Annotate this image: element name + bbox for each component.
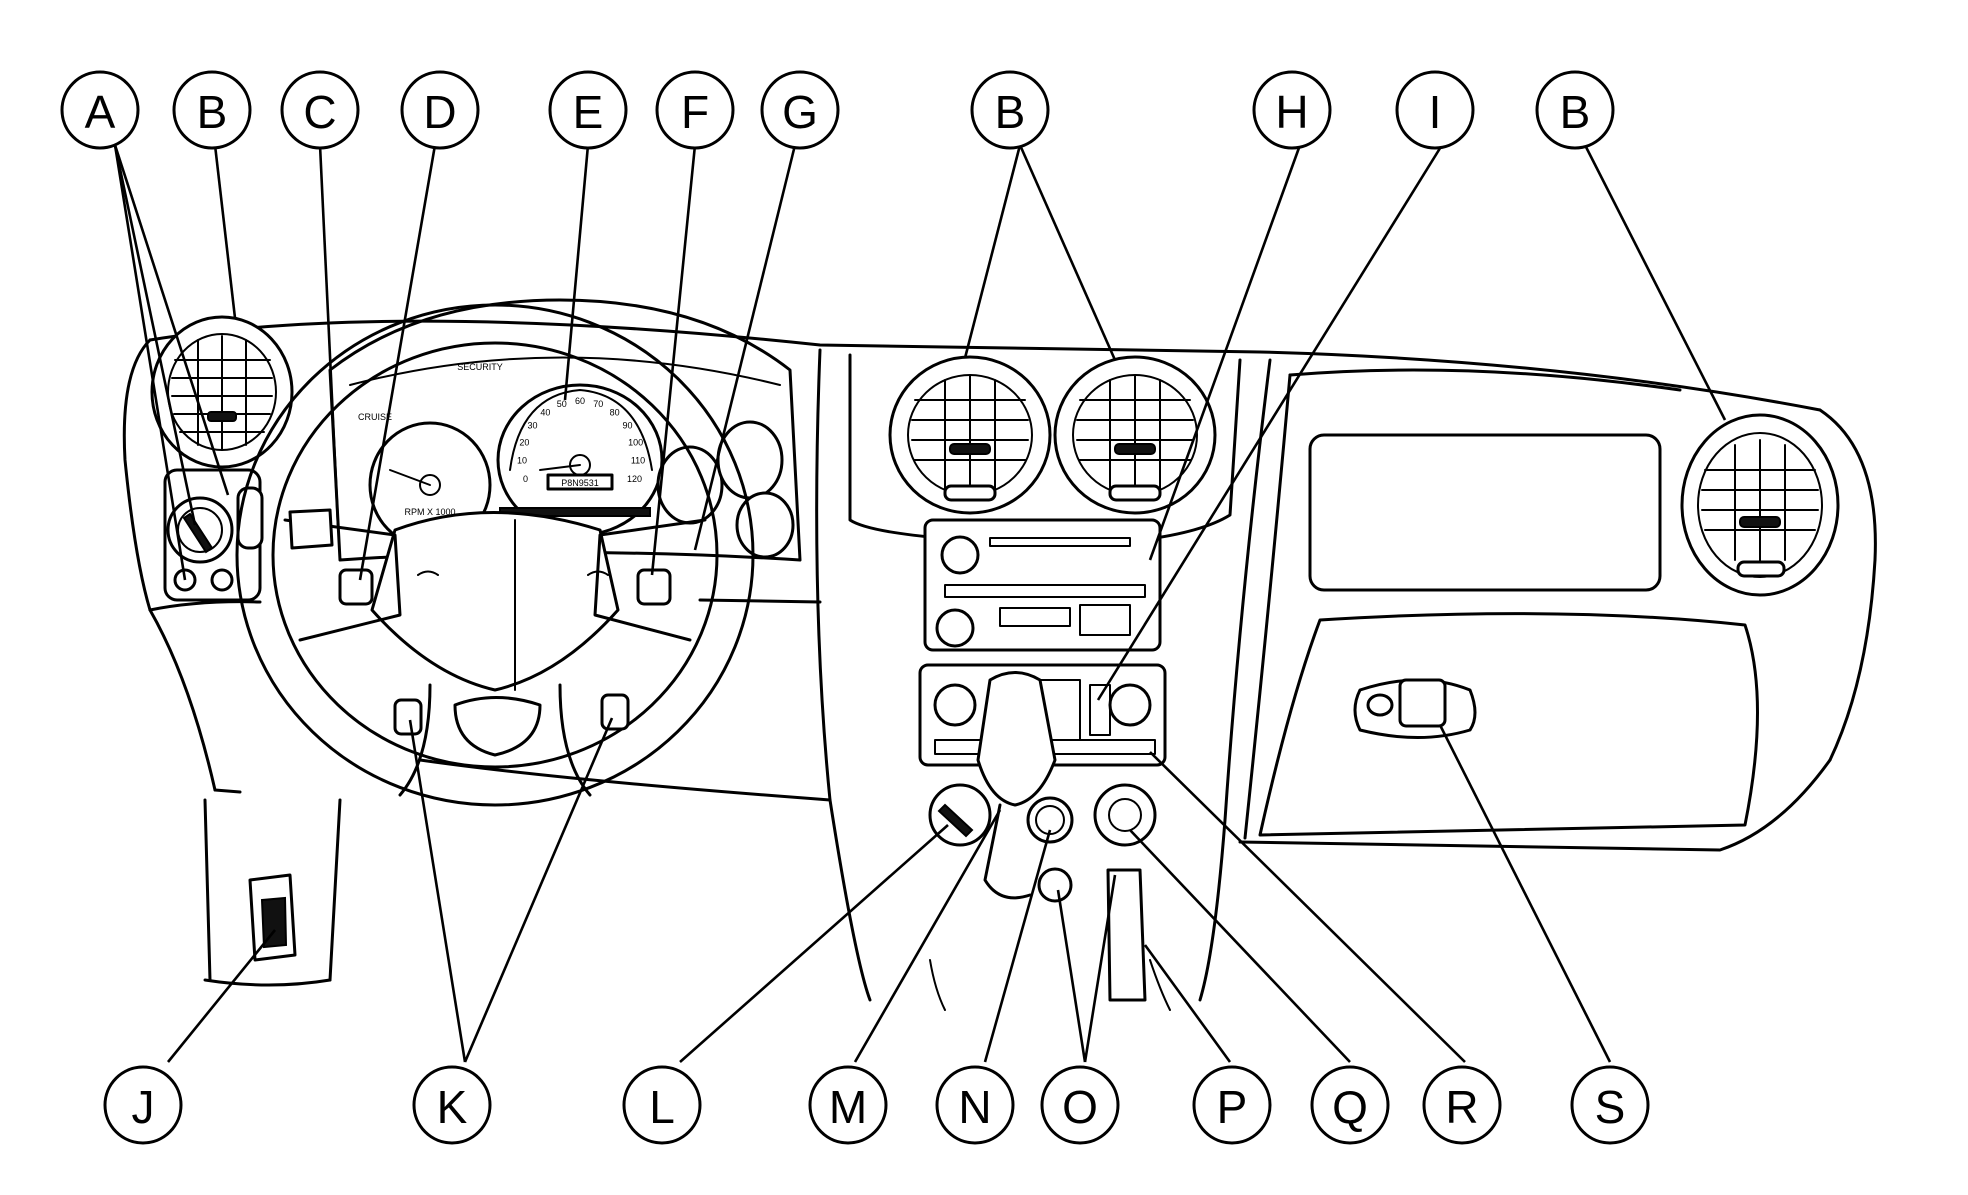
speed-mark: 0 <box>523 474 528 484</box>
callout-O: O <box>1040 1065 1120 1145</box>
callout-F: F <box>655 70 735 150</box>
callout-E: E <box>548 70 628 150</box>
callout-C: C <box>280 70 360 150</box>
callout-B-right: B <box>1535 70 1615 150</box>
center-left-vent <box>888 355 1052 515</box>
glove-box-latch <box>1353 678 1477 739</box>
steering-wheel <box>235 303 755 807</box>
callout-A-label: A <box>85 86 116 138</box>
callout-Q: Q <box>1310 1065 1390 1145</box>
speed-mark: 110 <box>631 456 645 466</box>
odometer-display: P8N9531 <box>561 478 599 488</box>
speed-mark: 20 <box>519 437 529 447</box>
callout-B-center: B <box>970 70 1050 150</box>
callout-E-label: E <box>573 86 604 138</box>
right-outboard-vent <box>1680 413 1840 597</box>
callout-F-label: F <box>681 86 709 138</box>
callout-G-label: G <box>782 86 818 138</box>
callout-N-label: N <box>958 1081 991 1133</box>
center-right-vent <box>1053 355 1217 515</box>
callout-S: S <box>1570 1065 1650 1145</box>
cruise-indicator-label: CRUISE <box>358 412 392 422</box>
callout-J: J <box>103 1065 183 1145</box>
callout-G: G <box>760 70 840 150</box>
callout-S-label: S <box>1595 1081 1626 1133</box>
callout-O-label: O <box>1062 1081 1098 1133</box>
shift-lever <box>976 671 1057 900</box>
speed-mark: 70 <box>593 399 603 409</box>
lower-left-kick-panel <box>203 798 342 987</box>
callout-R-label: R <box>1445 1081 1478 1133</box>
instrument-cluster: RPM X 1000 P8N9531 SECURITY CRUISE <box>328 298 802 562</box>
callout-L: L <box>622 1065 702 1145</box>
tach-unit-label: RPM X 1000 <box>404 507 455 517</box>
callout-K-label: K <box>437 1081 468 1133</box>
callout-I-label: I <box>1429 86 1442 138</box>
speed-mark: 80 <box>610 408 620 418</box>
speed-mark: 60 <box>575 396 585 406</box>
callout-N: N <box>935 1065 1015 1145</box>
callout-P-label: P <box>1217 1081 1248 1133</box>
speed-mark: 100 <box>628 437 643 447</box>
speed-mark: 10 <box>517 456 527 466</box>
callout-I: I <box>1395 70 1475 150</box>
callout-C-label: C <box>303 86 336 138</box>
callout-B-left: B <box>172 70 252 150</box>
callout-Q-label: Q <box>1332 1081 1368 1133</box>
callout-D: D <box>400 70 480 150</box>
callout-B-right-label: B <box>1560 86 1591 138</box>
callout-L-label: L <box>649 1081 675 1133</box>
callout-J-label: J <box>132 1081 155 1133</box>
callout-D-label: D <box>423 86 456 138</box>
callout-H: H <box>1252 70 1332 150</box>
speed-mark: 120 <box>627 474 642 484</box>
leader-lines <box>113 144 1727 1063</box>
lower-center-controls <box>928 783 1171 1011</box>
callout-B-center-label: B <box>995 86 1026 138</box>
callout-P: P <box>1192 1065 1272 1145</box>
speed-mark: 50 <box>557 399 567 409</box>
speed-mark: 30 <box>527 421 537 431</box>
left-outboard-vent <box>150 315 294 469</box>
callout-R: R <box>1422 1065 1502 1145</box>
speed-mark: 90 <box>622 421 632 431</box>
callout-B-left-label: B <box>197 86 228 138</box>
callout-M-label: M <box>829 1081 867 1133</box>
callout-K: K <box>412 1065 492 1145</box>
callout-H-label: H <box>1275 86 1308 138</box>
passenger-dash <box>1243 368 1759 840</box>
speed-mark: 40 <box>540 408 550 418</box>
security-indicator-label: SECURITY <box>457 362 503 372</box>
callout-A: A <box>60 70 140 150</box>
audio-system <box>923 518 1162 652</box>
callout-M: M <box>808 1065 888 1145</box>
